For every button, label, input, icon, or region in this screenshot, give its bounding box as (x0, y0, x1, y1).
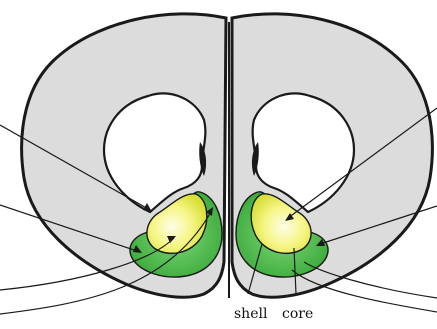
shell-label: shell (234, 306, 268, 322)
core-label: core (282, 306, 313, 322)
